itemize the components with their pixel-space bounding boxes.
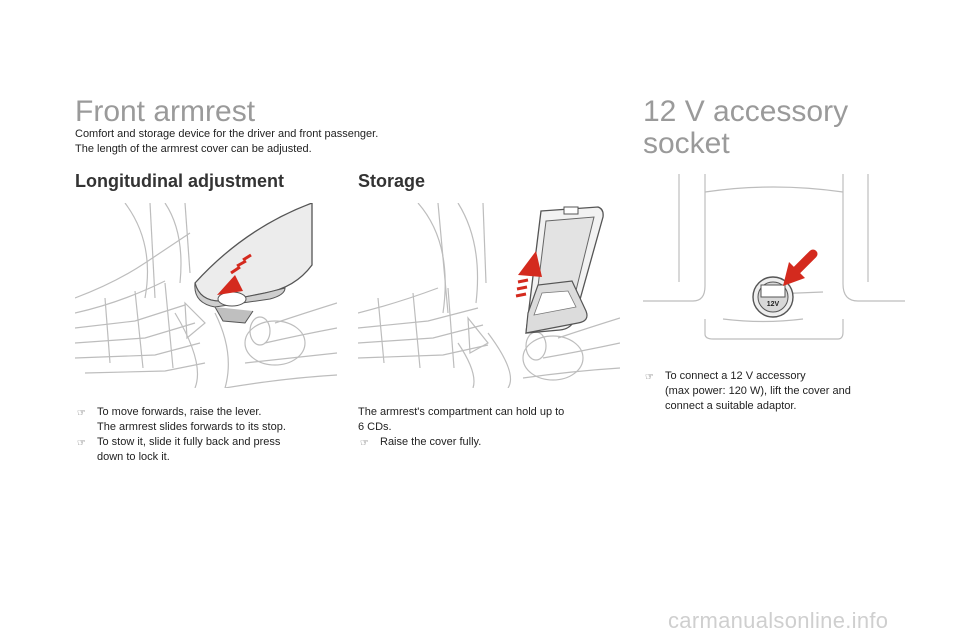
- armrest-intro-line-1: Comfort and storage device for the drive…: [75, 128, 379, 140]
- longitudinal-adjustment-heading: Longitudinal adjustment: [75, 171, 284, 191]
- longitudinal-step-2-line-2: down to lock it.: [97, 451, 170, 463]
- socket-step-1-line-3: connect a suitable adaptor.: [665, 400, 797, 412]
- longitudinal-step-1-line-1: To move forwards, raise the lever.: [97, 406, 262, 418]
- socket-steps: ☞ To connect a 12 V accessory (max power…: [643, 369, 851, 414]
- longitudinal-step-2: ☞ To stow it, slide it fully back and pr…: [75, 435, 286, 465]
- longitudinal-step-2-line-1: To stow it, slide it fully back and pres…: [97, 436, 281, 448]
- socket-title: 12 V accessory socket: [643, 96, 848, 160]
- longitudinal-adjustment-illustration: [75, 203, 337, 388]
- storage-step-1: ☞ Raise the cover fully.: [358, 435, 564, 450]
- bullet-hand-icon: ☞: [77, 408, 86, 419]
- longitudinal-step-1-line-2: The armrest slides forwards to its stop.: [97, 421, 286, 433]
- socket-step-1-line-1: To connect a 12 V accessory: [665, 370, 806, 382]
- storage-text: The armrest's compartment can hold up to…: [358, 405, 564, 450]
- socket-title-line-1: 12 V accessory: [643, 95, 849, 128]
- storage-heading: Storage: [358, 171, 426, 191]
- bullet-hand-icon: ☞: [645, 372, 654, 383]
- longitudinal-step-1: ☞ To move forwards, raise the lever. The…: [75, 405, 286, 435]
- watermark: carmanualsonline.info: [668, 608, 889, 633]
- bullet-hand-icon: ☞: [360, 438, 369, 449]
- storage-illustration: [358, 203, 620, 388]
- socket-step-1-line-2: (max power: 120 W), lift the cover and: [665, 385, 851, 397]
- storage-step-1-line-1: Raise the cover fully.: [380, 436, 482, 448]
- longitudinal-steps: ☞ To move forwards, raise the lever. The…: [75, 405, 286, 465]
- socket-pointer-arrow-icon: [783, 249, 818, 286]
- storage-text-line-1: The armrest's compartment can hold up to: [358, 406, 565, 418]
- socket-12v-label: 12V: [767, 301, 780, 308]
- bullet-hand-icon: ☞: [77, 438, 86, 449]
- socket-step-1: ☞ To connect a 12 V accessory (max power…: [643, 369, 851, 414]
- raise-cover-arrow-icon: [515, 251, 542, 298]
- front-armrest-title: Front armrest: [75, 95, 256, 128]
- armrest-intro-line-2: The length of the armrest cover can be a…: [75, 143, 312, 155]
- slide-forward-arrow-icon: [217, 253, 252, 295]
- armrest-intro: Comfort and storage device for the drive…: [75, 127, 378, 157]
- storage-text-line-2: 6 CDs.: [358, 421, 392, 433]
- socket-title-line-2: socket: [643, 127, 730, 160]
- socket-illustration: 12V: [643, 174, 905, 354]
